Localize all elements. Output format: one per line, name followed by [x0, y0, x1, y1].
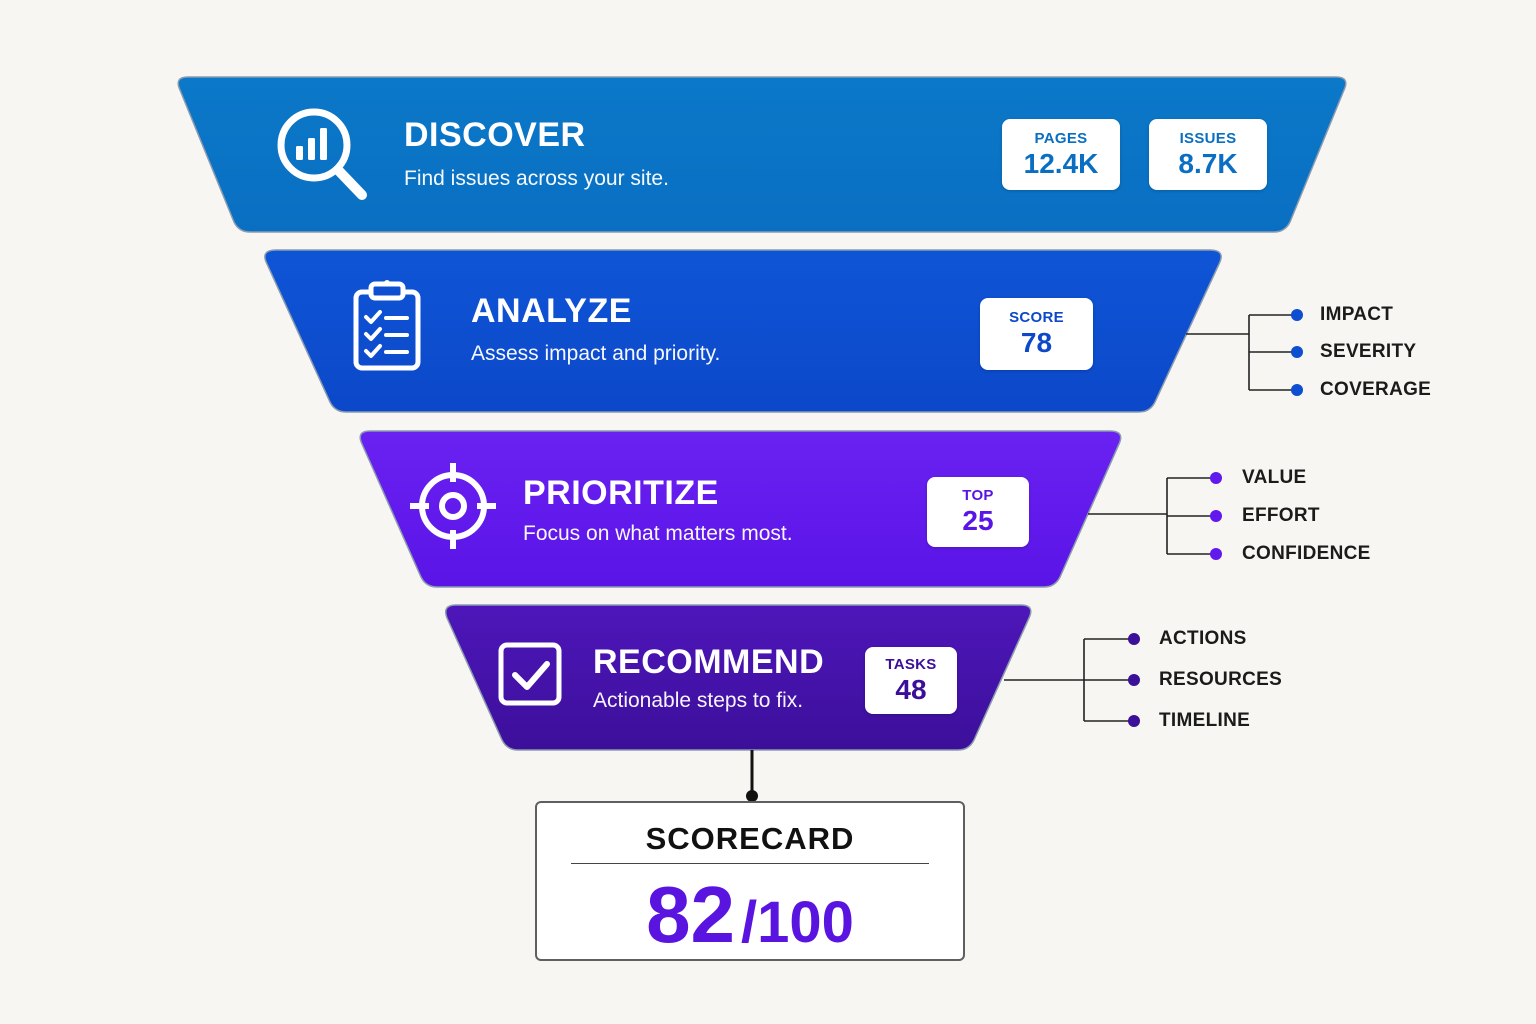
stat-value: 8.7K [1178, 147, 1238, 179]
score-max: /100 [741, 890, 854, 955]
branch-dot-coverage [1291, 384, 1303, 396]
branch-label-impact: IMPACT [1320, 304, 1394, 325]
stage-title-recommend: RECOMMEND [593, 643, 825, 681]
stage-title-discover: DISCOVER [404, 116, 586, 154]
score-value: 82 [646, 870, 736, 959]
stage-desc-recommend: Actionable steps to fix. [593, 689, 804, 712]
checkbox-icon [498, 642, 562, 706]
analyze-branch-connector [1186, 314, 1297, 391]
scorecard-connector-dot [746, 790, 758, 802]
branch-dot-actions [1128, 633, 1140, 645]
stage-desc-discover: Find issues across your site. [404, 167, 669, 190]
branch-label-severity: SEVERITY [1320, 341, 1417, 362]
clipboard-checklist-icon [353, 280, 421, 371]
stage-title-prioritize: PRIORITIZE [523, 474, 719, 512]
scorecard-title: SCORECARD [645, 821, 855, 856]
scorecard-divider [571, 863, 929, 864]
stat-label: ISSUES [1179, 129, 1237, 147]
branch-dot-timeline [1128, 715, 1140, 727]
branch-label-confidence: CONFIDENCE [1242, 543, 1371, 564]
stat-label: TASKS [885, 655, 937, 673]
branch-label-resources: RESOURCES [1159, 669, 1283, 690]
stat-value: 25 [962, 505, 994, 537]
stat-label: SCORE [1009, 309, 1064, 327]
branch-label-timeline: TIMELINE [1159, 710, 1251, 731]
scorecard-panel: SCORECARD 82/100 [535, 801, 965, 961]
stat-card-tasks: TASKS 48 [865, 647, 957, 714]
branch-dot-severity [1291, 346, 1303, 358]
stage-desc-prioritize: Focus on what matters most. [523, 522, 793, 545]
funnel-band-discover [177, 76, 1347, 233]
stat-card-issues: ISSUES 8.7K [1149, 119, 1267, 190]
branch-label-actions: ACTIONS [1159, 628, 1247, 649]
stat-value: 12.4K [1023, 147, 1099, 179]
funnel-band-analyze [264, 249, 1222, 413]
funnel-band-prioritize [359, 430, 1122, 588]
stat-value: 78 [1020, 327, 1053, 359]
prioritize-branch-connector [1088, 477, 1216, 555]
branch-dot-confidence [1210, 548, 1222, 560]
branch-dot-value [1210, 472, 1222, 484]
stat-value: 48 [895, 673, 927, 705]
stage-desc-analyze: Assess impact and priority. [471, 342, 721, 365]
magnifier-chart-icon [277, 108, 367, 200]
stat-card-top: TOP 25 [927, 477, 1029, 547]
branch-label-value: VALUE [1242, 467, 1307, 488]
stat-label: PAGES [1034, 129, 1088, 147]
stat-card-pages: PAGES 12.4K [1002, 119, 1120, 190]
branch-dot-resources [1128, 674, 1140, 686]
stat-card-score: SCORE 78 [980, 298, 1093, 370]
branch-label-effort: EFFORT [1242, 505, 1320, 526]
branch-label-coverage: COVERAGE [1320, 379, 1432, 400]
branch-dot-impact [1291, 309, 1303, 321]
branch-dot-effort [1210, 510, 1222, 522]
target-crosshair-icon [410, 463, 496, 549]
scorecard-score: 82/100 [537, 869, 963, 961]
stage-title-analyze: ANALYZE [471, 292, 632, 330]
stat-label: TOP [962, 487, 994, 505]
recommend-branch-connector [1004, 638, 1134, 722]
